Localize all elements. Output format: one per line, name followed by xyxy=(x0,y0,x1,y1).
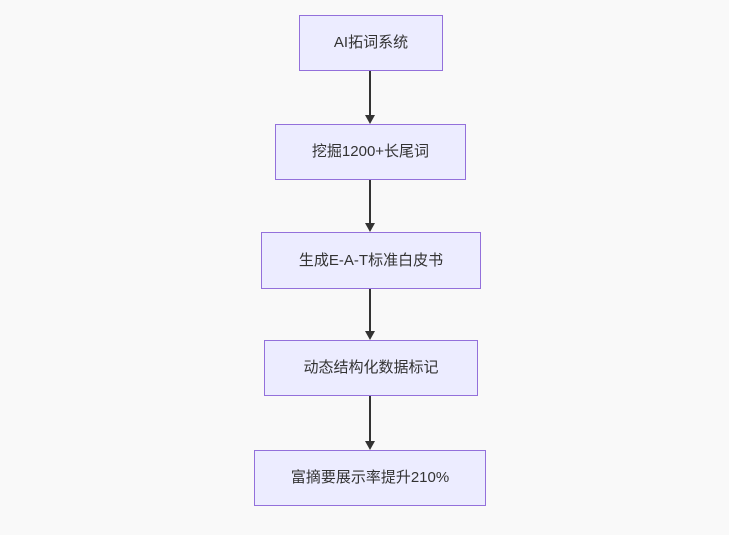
flow-node-label: 生成E-A-T标准白皮书 xyxy=(298,251,444,269)
flow-node-label: AI拓词系统 xyxy=(333,34,409,51)
flow-node-label: 挖掘1200+长尾词 xyxy=(311,143,430,160)
flow-node-rich-snippet-rate-increase: 富摘要展示率提升210% xyxy=(254,450,486,506)
flow-node-dynamic-structured-data-markup: 动态结构化数据标记 xyxy=(264,340,478,396)
flow-node-label: 动态结构化数据标记 xyxy=(303,359,439,376)
arrowhead-down-icon xyxy=(365,331,375,340)
edge-line-d-e xyxy=(369,396,371,441)
arrowhead-down-icon xyxy=(365,115,375,124)
flow-node-mine-longtail-keywords: 挖掘1200+长尾词 xyxy=(275,124,466,180)
flow-node-generate-eat-whitepaper: 生成E-A-T标准白皮书 xyxy=(261,232,481,289)
edge-line-a-b xyxy=(369,71,371,115)
arrowhead-down-icon xyxy=(365,223,375,232)
arrowhead-down-icon xyxy=(365,441,375,450)
flow-node-label: 富摘要展示率提升210% xyxy=(290,469,450,486)
edge-line-c-d xyxy=(369,289,371,331)
edge-line-b-c xyxy=(369,180,371,223)
flow-node-ai-word-expansion-system: AI拓词系统 xyxy=(299,15,443,71)
